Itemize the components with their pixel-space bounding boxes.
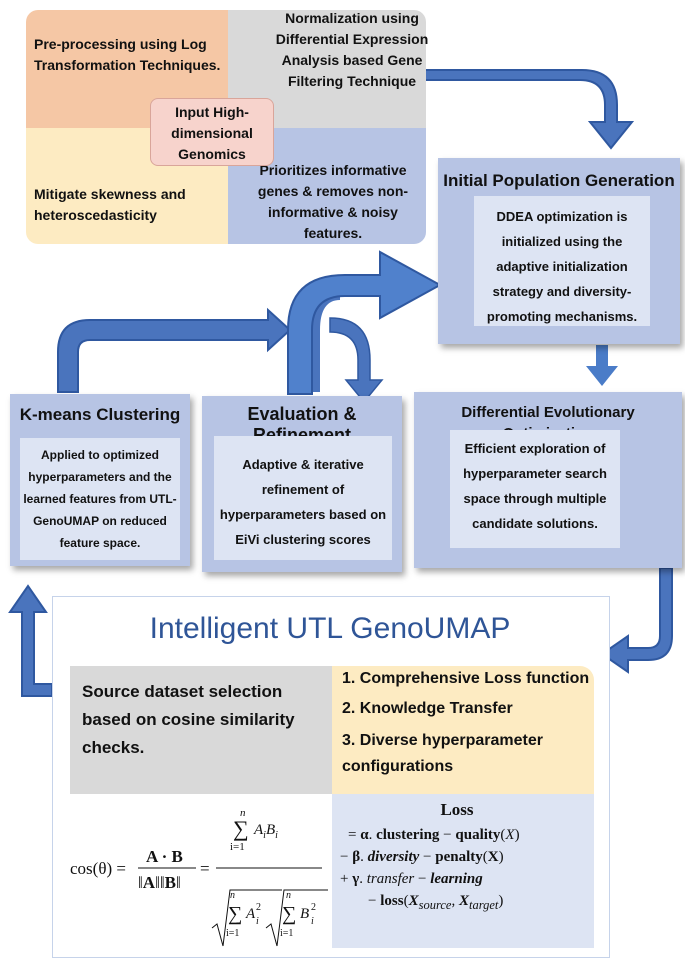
svg-text:cos(θ) =: cos(θ) = — [70, 859, 126, 878]
svg-text:∑: ∑ — [233, 816, 249, 841]
pipe-arrow-to-kmeans — [8, 584, 53, 697]
differential-inner — [450, 430, 620, 548]
source-selection-cell — [70, 666, 332, 794]
svg-text:2: 2 — [256, 902, 261, 913]
svg-text:n: n — [230, 890, 235, 901]
top-panel — [26, 10, 426, 244]
skewness-text: Mitigate skewness and heteroscedasticity — [34, 186, 186, 223]
loss-title: Loss — [440, 800, 474, 819]
pipe-arrow-to-utl — [600, 567, 673, 674]
kmeans-title: K-means Clustering — [19, 405, 181, 424]
input-text: Input High-dimensional Genomics — [171, 104, 253, 162]
pipe-arrow-to-initial-population — [424, 69, 635, 150]
svg-text:i: i — [256, 916, 259, 927]
big-arrow-to-initial-population — [287, 250, 443, 395]
features-cell — [332, 666, 594, 794]
svg-text:i=1: i=1 — [226, 928, 239, 939]
svg-text:i=1: i=1 — [280, 928, 293, 939]
loop-arrow-into-evaluation — [300, 290, 340, 392]
kmeans-body: Applied to optimized hyperparameters and… — [23, 448, 177, 550]
evaluation-body: Adaptive & iterative refinement of hyper… — [219, 457, 387, 547]
kmeans-inner — [20, 438, 180, 560]
loop-arrow-kmeans-to-evaluation — [57, 307, 292, 393]
svg-text:∑: ∑ — [282, 903, 296, 925]
initial-population-inner — [474, 196, 650, 326]
svg-text:i: i — [311, 916, 314, 927]
svg-text:∑: ∑ — [228, 903, 242, 925]
loss-cell — [332, 794, 594, 948]
svg-text:=: = — [200, 859, 210, 878]
preprocessing-text: Pre-processing using Log Transformation … — [34, 36, 221, 73]
evaluation-inner — [214, 436, 392, 560]
normalization-text: Normalization using Differential Express… — [275, 10, 429, 89]
initial-population-body: DDEA optimization is initialized using t… — [486, 209, 638, 324]
svg-text:n: n — [240, 807, 246, 819]
feature-item-1: 1. Comprehensive Loss function — [342, 670, 590, 687]
svg-text:‖A‖‖B‖: ‖A‖‖B‖ — [138, 873, 181, 892]
source-selection-text: Source dataset selection based on cosine… — [82, 682, 295, 757]
input-box — [150, 98, 274, 166]
feature-item-2: 2. Knowledge Transfer — [342, 700, 513, 717]
feature-item-3: 3. Diverse hyperparameter configurations — [342, 732, 543, 775]
cosine-formula: cos(θ) = A · B ‖A‖‖B‖ = n ∑ i=1 AiBi n ∑… — [70, 807, 328, 947]
svg-text:B: B — [300, 906, 309, 922]
differential-body: Efficient exploration of hyperparameter … — [463, 441, 607, 531]
svg-text:AiBi: AiBi — [253, 822, 278, 841]
arrow-to-differential — [586, 345, 618, 386]
utl-title: Intelligent UTL GenoUMAP — [149, 612, 511, 645]
initial-population-title: Initial Population Generation — [443, 171, 675, 190]
svg-text:2: 2 — [311, 902, 316, 913]
svg-text:A: A — [245, 906, 256, 922]
prioritizes-text: Prioritizes informative genes & removes … — [257, 162, 409, 241]
loss-formula: = α. clustering − quality(X) − β. divers… — [340, 827, 520, 912]
curved-arrow-down-to-evaluation — [329, 317, 384, 404]
svg-text:A · B: A · B — [146, 847, 183, 866]
svg-text:n: n — [286, 890, 291, 901]
svg-text:i=1: i=1 — [230, 841, 245, 853]
